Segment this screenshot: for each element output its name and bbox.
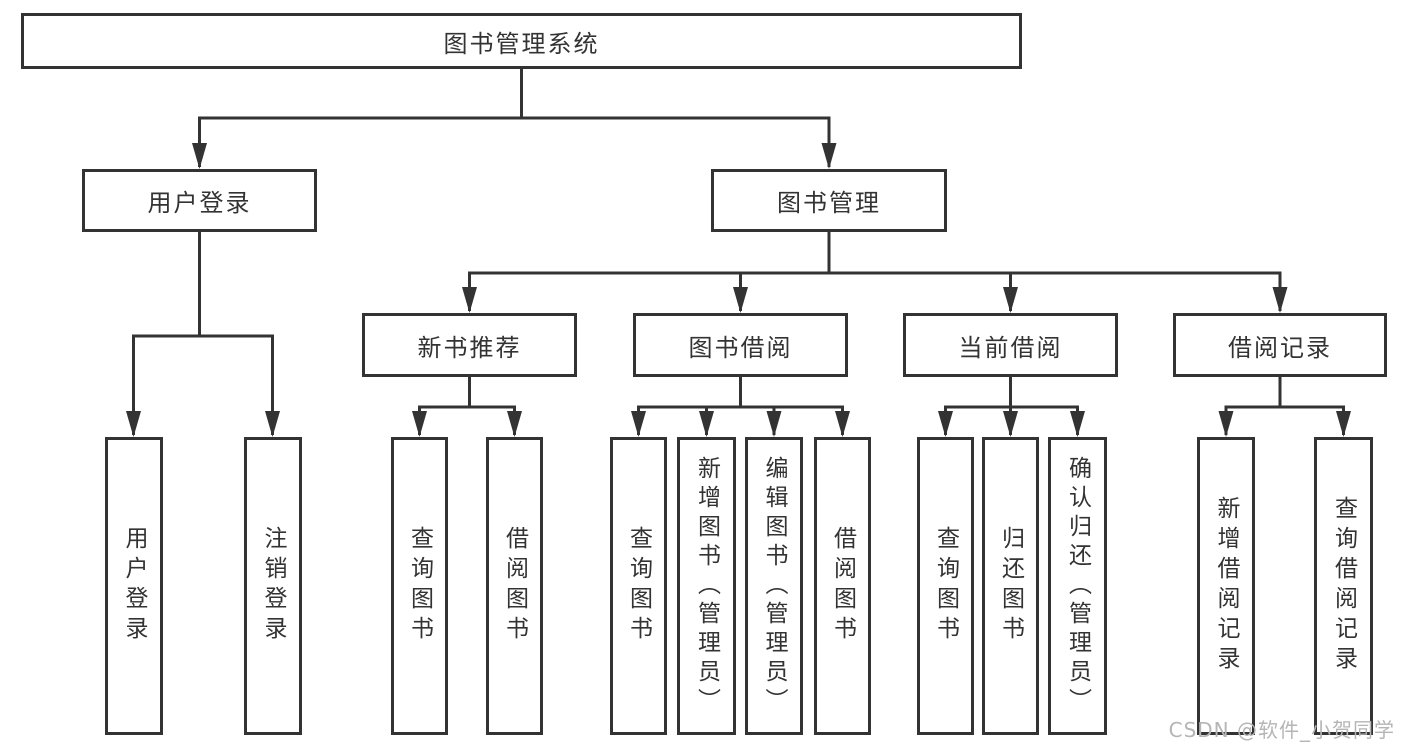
leaf-label: 编辑图书（管理员） [761, 455, 787, 717]
leaf-records-query-record: 查询借阅记录 [1314, 437, 1373, 735]
node-label: 图书借阅 [688, 333, 793, 362]
node-new-book-recommend: 新书推荐 [362, 313, 577, 377]
leaf-current-confirm-return-admin: 确认归还（管理员） [1048, 437, 1107, 735]
leaf-label: 新增借阅记录 [1213, 496, 1239, 676]
leaf-label: 归还图书 [997, 526, 1024, 646]
leaf-borrow-borrow-books: 借阅图书 [814, 437, 871, 735]
node-user-login: 用户登录 [82, 169, 317, 232]
node-book-management: 图书管理 [711, 169, 947, 232]
leaf-newbook-borrow-books: 借阅图书 [486, 437, 543, 735]
csdn-watermark: CSDN @软件_小贺同学 [1168, 718, 1395, 742]
leaf-borrow-add-books-admin: 新增图书（管理员） [677, 437, 736, 735]
node-book-borrowing: 图书借阅 [633, 313, 848, 377]
node-label: 借阅记录 [1228, 333, 1332, 362]
leaf-label: 用户登录 [121, 526, 147, 646]
node-label: 图书管理系统 [443, 29, 600, 58]
node-library-system: 图书管理系统 [21, 13, 1022, 69]
node-current-borrowing: 当前借阅 [903, 313, 1118, 377]
leaf-user-login: 用户登录 [105, 437, 163, 735]
leaf-newbook-query-books: 查询图书 [391, 437, 448, 735]
leaf-label: 新增图书（管理员） [693, 455, 720, 717]
leaf-label: 确认归还（管理员） [1064, 455, 1091, 717]
leaf-label: 借阅图书 [829, 526, 856, 646]
leaf-label: 查询借阅记录 [1330, 496, 1357, 676]
node-label: 图书管理 [777, 189, 881, 217]
leaf-label: 注销登录 [260, 526, 286, 646]
leaf-label: 查询图书 [625, 526, 652, 646]
leaf-records-add-record: 新增借阅记录 [1197, 437, 1255, 735]
leaf-current-query-books: 查询图书 [917, 437, 974, 735]
leaf-current-return-books: 归还图书 [982, 437, 1039, 735]
leaf-borrow-edit-books-admin: 编辑图书（管理员） [745, 437, 803, 735]
node-label: 当前借阅 [958, 333, 1063, 362]
node-borrowing-records: 借阅记录 [1173, 313, 1387, 377]
node-label: 新书推荐 [417, 333, 522, 362]
leaf-label: 借阅图书 [501, 526, 528, 646]
node-label: 用户登录 [147, 189, 252, 217]
leaf-label: 查询图书 [406, 526, 433, 646]
leaf-logout: 注销登录 [244, 437, 302, 735]
leaf-label: 查询图书 [932, 526, 959, 646]
leaf-borrow-query-books: 查询图书 [610, 437, 667, 735]
